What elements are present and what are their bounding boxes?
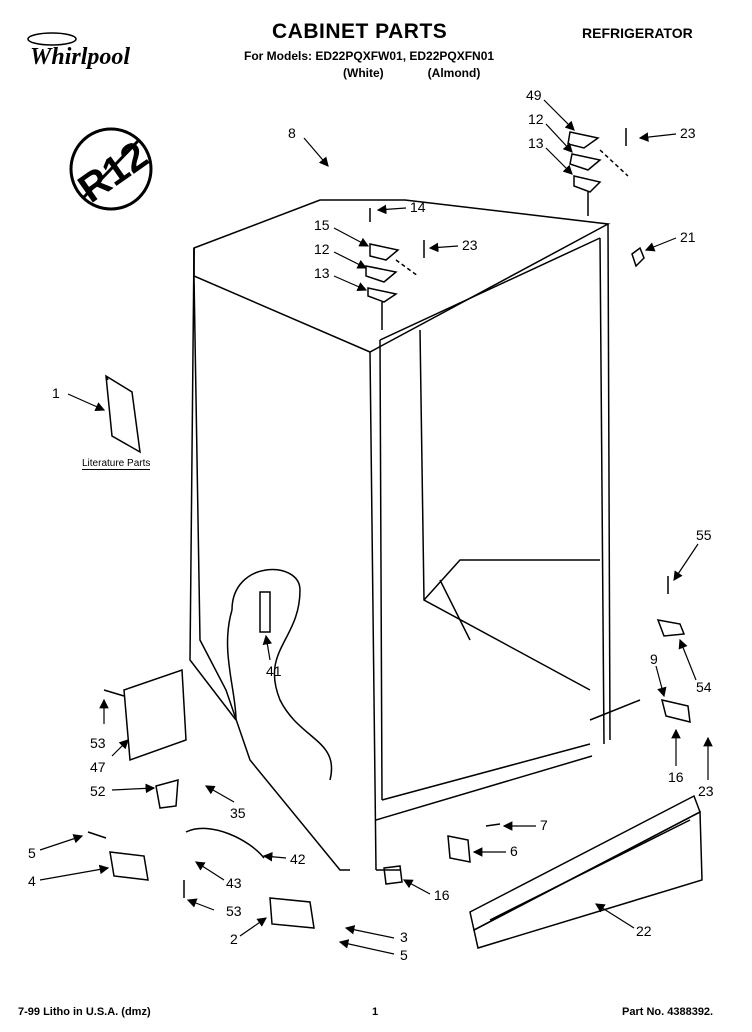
callout-53: 53 — [90, 735, 106, 751]
callout-15: 15 — [314, 217, 330, 233]
callout-12: 12 — [528, 111, 544, 127]
refrigerator-cabinet — [189, 199, 641, 871]
top-right-hinge — [567, 131, 629, 216]
roller-bracket — [660, 698, 691, 723]
callout-9: 9 — [650, 651, 658, 667]
callout-53: 53 — [226, 903, 242, 919]
callout-14: 14 — [410, 199, 426, 215]
callout-21: 21 — [680, 229, 696, 245]
callout-4: 4 — [28, 873, 36, 889]
literature-parts-label: Literature Parts — [82, 458, 151, 470]
callout-42: 42 — [290, 851, 306, 867]
callout-23: 23 — [698, 783, 714, 799]
whirlpool-logo: Whirlpool — [30, 44, 131, 70]
toe-grille-clip — [447, 835, 471, 863]
variant-almond: (Almond) — [427, 66, 481, 80]
side-plate — [123, 668, 187, 762]
page-title: CABINET PARTS — [272, 20, 448, 43]
callout-1: 1 — [52, 385, 60, 401]
callout-23: 23 — [680, 125, 696, 141]
leveler-bracket — [656, 619, 686, 637]
callout-13: 13 — [528, 135, 544, 151]
clip-16 — [383, 865, 403, 885]
callout-16: 16 — [434, 887, 450, 903]
clip-21 — [631, 246, 645, 268]
models-line: For Models: ED22PQXFW01, ED22PQXFN01 — [244, 49, 495, 63]
literature-booklet — [105, 374, 141, 454]
callout-23: 23 — [462, 237, 478, 253]
logo-oval — [27, 32, 77, 46]
callout-13: 13 — [314, 265, 330, 281]
callout-49: 49 — [526, 87, 542, 103]
callout-5: 5 — [400, 947, 408, 963]
drain-tube — [259, 591, 271, 633]
top-center-hinge — [365, 243, 419, 330]
callout-5: 5 — [28, 845, 36, 861]
category-label: REFRIGERATOR — [582, 25, 693, 41]
callout-43: 43 — [226, 875, 242, 891]
callout-47: 47 — [90, 759, 106, 775]
callout-7: 7 — [540, 817, 548, 833]
callout-2: 2 — [230, 931, 238, 947]
part-number: Part No. 4388392. — [622, 1006, 714, 1018]
toe-grille — [469, 794, 703, 949]
leader-lines — [39, 99, 713, 955]
callout-12: 12 — [314, 241, 330, 257]
callout-8: 8 — [288, 125, 296, 141]
page-number: 1 — [372, 1006, 379, 1018]
callout-16: 16 — [668, 769, 684, 785]
print-info: 7-99 Litho in U.S.A. (dmz) — [18, 1006, 151, 1018]
model-variants: (White) (Almond) — [343, 66, 480, 80]
callout-22: 22 — [636, 923, 652, 939]
callout-41: 41 — [266, 663, 282, 679]
water-tube — [185, 827, 265, 859]
roller-assembly — [109, 851, 149, 881]
callout-3: 3 — [400, 929, 408, 945]
screws — [87, 128, 669, 898]
variant-white: (White) — [343, 66, 384, 80]
callout-labels: 8 49 12 13 23 14 15 12 23 13 21 1 41 55 … — [28, 87, 714, 963]
callout-54: 54 — [696, 679, 712, 695]
r12-no-badge — [69, 127, 153, 211]
callout-6: 6 — [510, 843, 518, 859]
callout-52: 52 — [90, 783, 106, 799]
callout-55: 55 — [696, 527, 712, 543]
rear-roller — [269, 897, 315, 929]
callout-35: 35 — [230, 805, 246, 821]
bracket-52 — [155, 778, 179, 809]
